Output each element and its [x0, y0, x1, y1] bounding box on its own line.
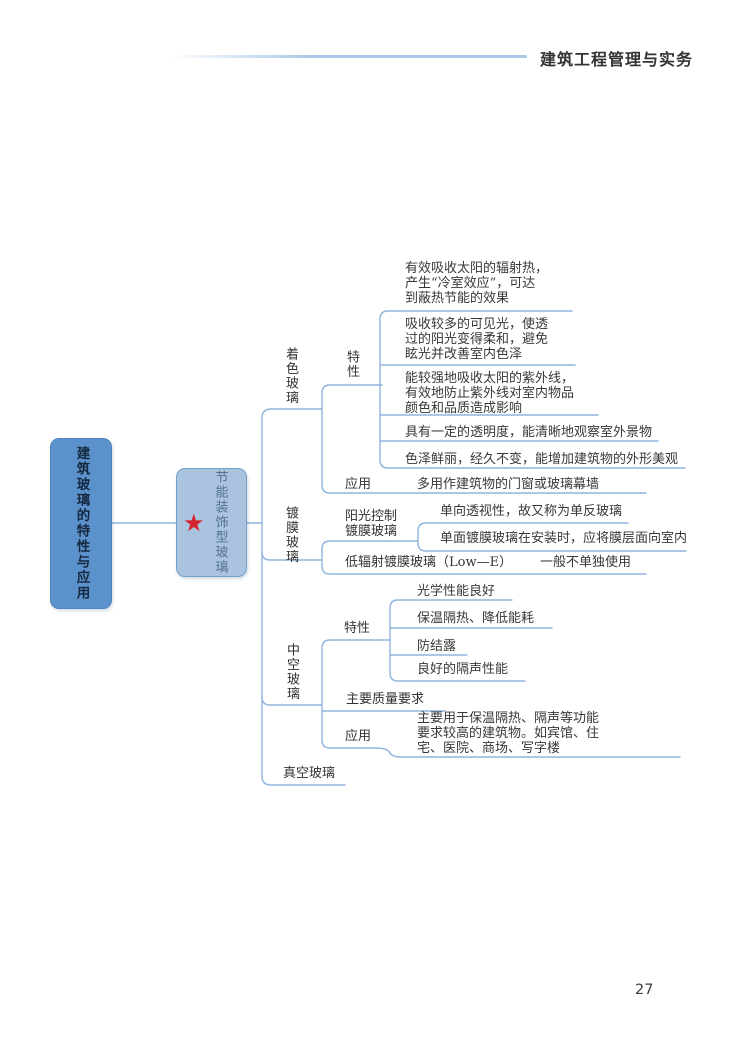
star-icon: ★	[183, 508, 205, 537]
branch-coated-glass-label: 镀膜玻璃	[283, 506, 298, 564]
coated-sun-control-label: 阳光控制 镀膜玻璃	[345, 509, 398, 540]
tinted-trait-leaf: 吸收较多的可见光，使透 过的阳光变得柔和，避免 眩光并改善室内色泽	[405, 317, 549, 363]
tinted-traits-label: 特性	[344, 350, 359, 379]
tinted-application-label: 应用	[345, 477, 372, 492]
insulating-quality-label: 主要质量要求	[346, 692, 425, 707]
coated-sun-control-leaf: 单向透视性，故又称为单反玻璃	[440, 504, 623, 519]
center-node-label: 节能装饰型玻璃	[212, 470, 228, 575]
insulating-trait-leaf: 光学性能良好	[417, 584, 496, 599]
insulating-trait-leaf: 保温隔热、降低能耗	[417, 611, 535, 626]
page-header-title: 建筑工程管理与实务	[540, 50, 694, 69]
root-node-label: 建筑玻璃的特性与应用	[73, 446, 90, 601]
tinted-trait-leaf: 具有一定的透明度，能清晰地观察室外景物	[405, 425, 653, 440]
branch-vacuum-glass-label: 真空玻璃	[283, 766, 336, 781]
center-node: ★ 节能装饰型玻璃	[176, 468, 247, 577]
branch-tinted-glass-label: 着色玻璃	[283, 347, 298, 405]
header-rule	[170, 55, 527, 58]
insulating-application-leaf: 主要用于保温隔热、隔声等功能 要求较高的建筑物。如宾馆、住 宅、医院、商场、写字…	[417, 711, 600, 757]
insulating-trait-leaf: 良好的隔声性能	[417, 662, 509, 677]
insulating-traits-label: 特性	[344, 621, 371, 636]
coated-low-e-leaf: 一般不单独使用	[540, 555, 632, 570]
tinted-trait-leaf: 色泽鲜丽，经久不变，能增加建筑物的外形美观	[405, 452, 679, 467]
coated-low-e-label: 低辐射镀膜玻璃（Low—E）	[345, 555, 513, 570]
root-node: 建筑玻璃的特性与应用	[50, 438, 112, 609]
insulating-application-label: 应用	[345, 729, 372, 744]
tinted-trait-leaf: 能较强地吸收太阳的紫外线， 有效地防止紫外线对室内物品 颜色和品质造成影响	[405, 371, 575, 417]
tinted-trait-leaf: 有效吸收太阳的辐射热， 产生“冷室效应”，可达 到蔽热节能的效果	[405, 261, 549, 307]
insulating-trait-leaf: 防结露	[417, 639, 457, 654]
coated-sun-control-leaf: 单面镀膜玻璃在安装时，应将膜层面向室内	[440, 531, 688, 546]
tinted-application-leaf: 多用作建筑物的门窗或玻璃幕墙	[417, 477, 600, 492]
page-number: 27	[635, 982, 654, 998]
branch-insulating-glass-label: 中空玻璃	[284, 643, 299, 701]
